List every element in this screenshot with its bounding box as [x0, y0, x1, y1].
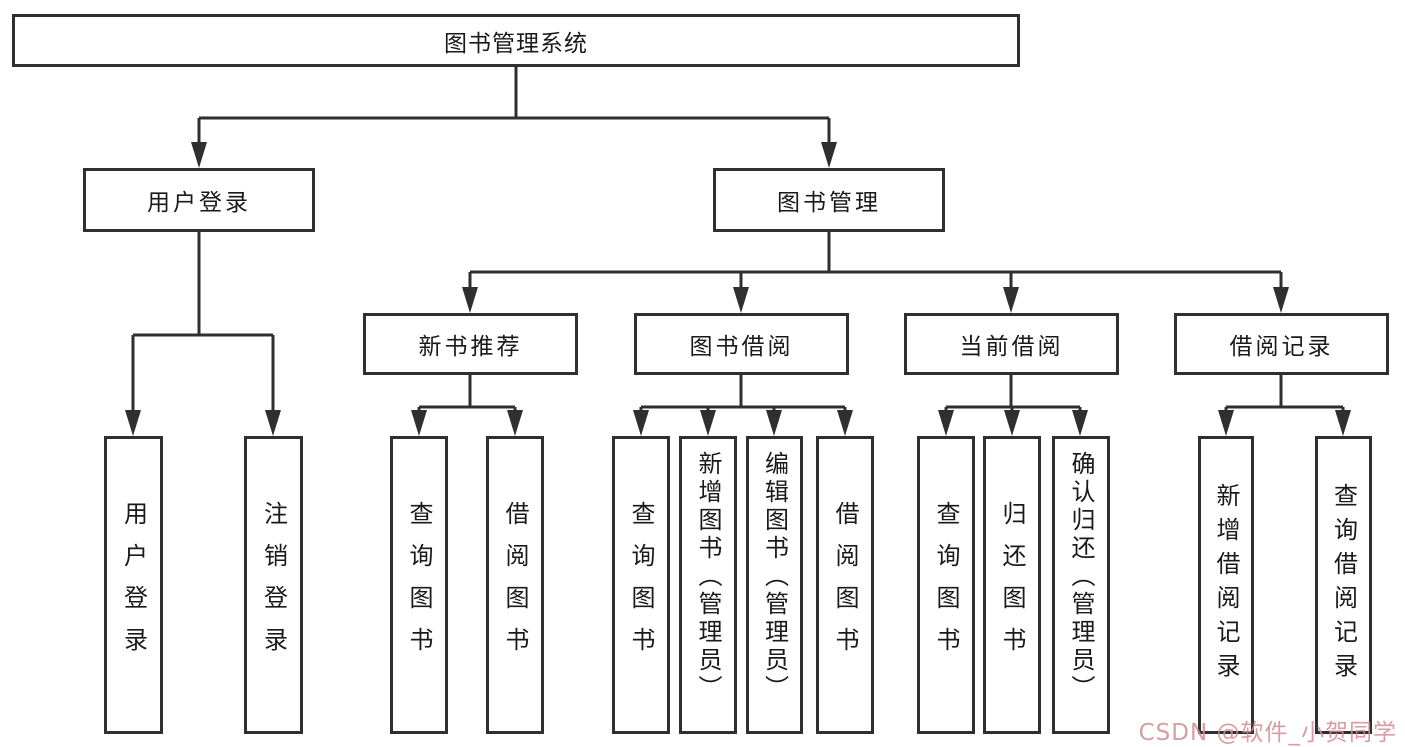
leaf-query-books-borrow: 查询图书 [612, 436, 670, 734]
leaf-return-books: 归还图书 [983, 436, 1041, 734]
connector-current-borrow-split [944, 375, 1082, 414]
connector-root-split [197, 67, 831, 146]
csdn-watermark: CSDN @软件_小贺同学 [1138, 720, 1397, 746]
leaf-borrow-books: 借阅图书 [816, 436, 874, 734]
connector-borrow-records-split [1224, 375, 1345, 414]
node-book-borrow-label: 图书借阅 [689, 334, 794, 360]
node-current-borrow: 当前借阅 [904, 313, 1119, 375]
leaf-query-books-current: 查询图书 [917, 436, 975, 734]
leaf-user-login: 用户登录 [104, 436, 163, 734]
node-new-book-recommend-label: 新书推荐 [418, 334, 523, 360]
node-borrow-records-label: 借阅记录 [1229, 334, 1334, 360]
leaf-query-books-borrow-label: 查询图书 [627, 501, 655, 669]
connector-book-borrow-split [639, 375, 847, 414]
leaf-borrow-books-label: 借阅图书 [831, 501, 859, 669]
node-library-system: 图书管理系统 [12, 14, 1020, 67]
connector-user-login-split [131, 232, 275, 414]
leaf-logout: 注销登录 [244, 436, 303, 734]
leaf-borrow-books-recommend: 借阅图书 [486, 436, 544, 734]
node-book-management-label: 图书管理 [777, 190, 881, 216]
node-current-borrow-label: 当前借阅 [959, 334, 1064, 360]
connector-new-book-split [417, 375, 517, 414]
leaf-query-books-recommend: 查询图书 [390, 436, 448, 734]
leaf-add-books-admin: 新增图书（管理员） [679, 436, 737, 734]
leaf-query-borrow-record-label: 查询借阅记录 [1329, 483, 1358, 687]
node-book-management: 图书管理 [713, 168, 945, 232]
leaf-logout-label: 注销登录 [259, 501, 288, 669]
leaf-edit-books-admin-label: 编辑图书（管理员） [760, 451, 789, 703]
node-book-borrow: 图书借阅 [634, 313, 849, 375]
node-library-system-label: 图书管理系统 [444, 30, 588, 57]
leaf-add-books-admin-label: 新增图书（管理员） [694, 451, 722, 703]
leaf-query-books-current-label: 查询图书 [932, 501, 960, 669]
leaf-confirm-return-admin: 确认归还（管理员） [1052, 436, 1110, 734]
node-borrow-records: 借阅记录 [1174, 313, 1389, 375]
leaf-user-login-label: 用户登录 [119, 501, 148, 669]
node-user-login: 用户登录 [83, 168, 315, 232]
leaf-return-books-label: 归还图书 [998, 501, 1026, 669]
leaf-confirm-return-admin-label: 确认归还（管理员） [1067, 451, 1095, 703]
connector-book-management-split [468, 232, 1283, 291]
leaf-query-books-recommend-label: 查询图书 [405, 501, 433, 669]
leaf-add-borrow-record: 新增借阅记录 [1198, 436, 1254, 734]
node-user-login-label: 用户登录 [147, 190, 251, 216]
leaf-edit-books-admin: 编辑图书（管理员） [746, 436, 803, 734]
leaf-add-borrow-record-label: 新增借阅记录 [1212, 483, 1240, 687]
leaf-query-borrow-record: 查询借阅记录 [1315, 436, 1372, 734]
node-new-book-recommend: 新书推荐 [363, 313, 578, 375]
leaf-borrow-books-recommend-label: 借阅图书 [501, 501, 529, 669]
